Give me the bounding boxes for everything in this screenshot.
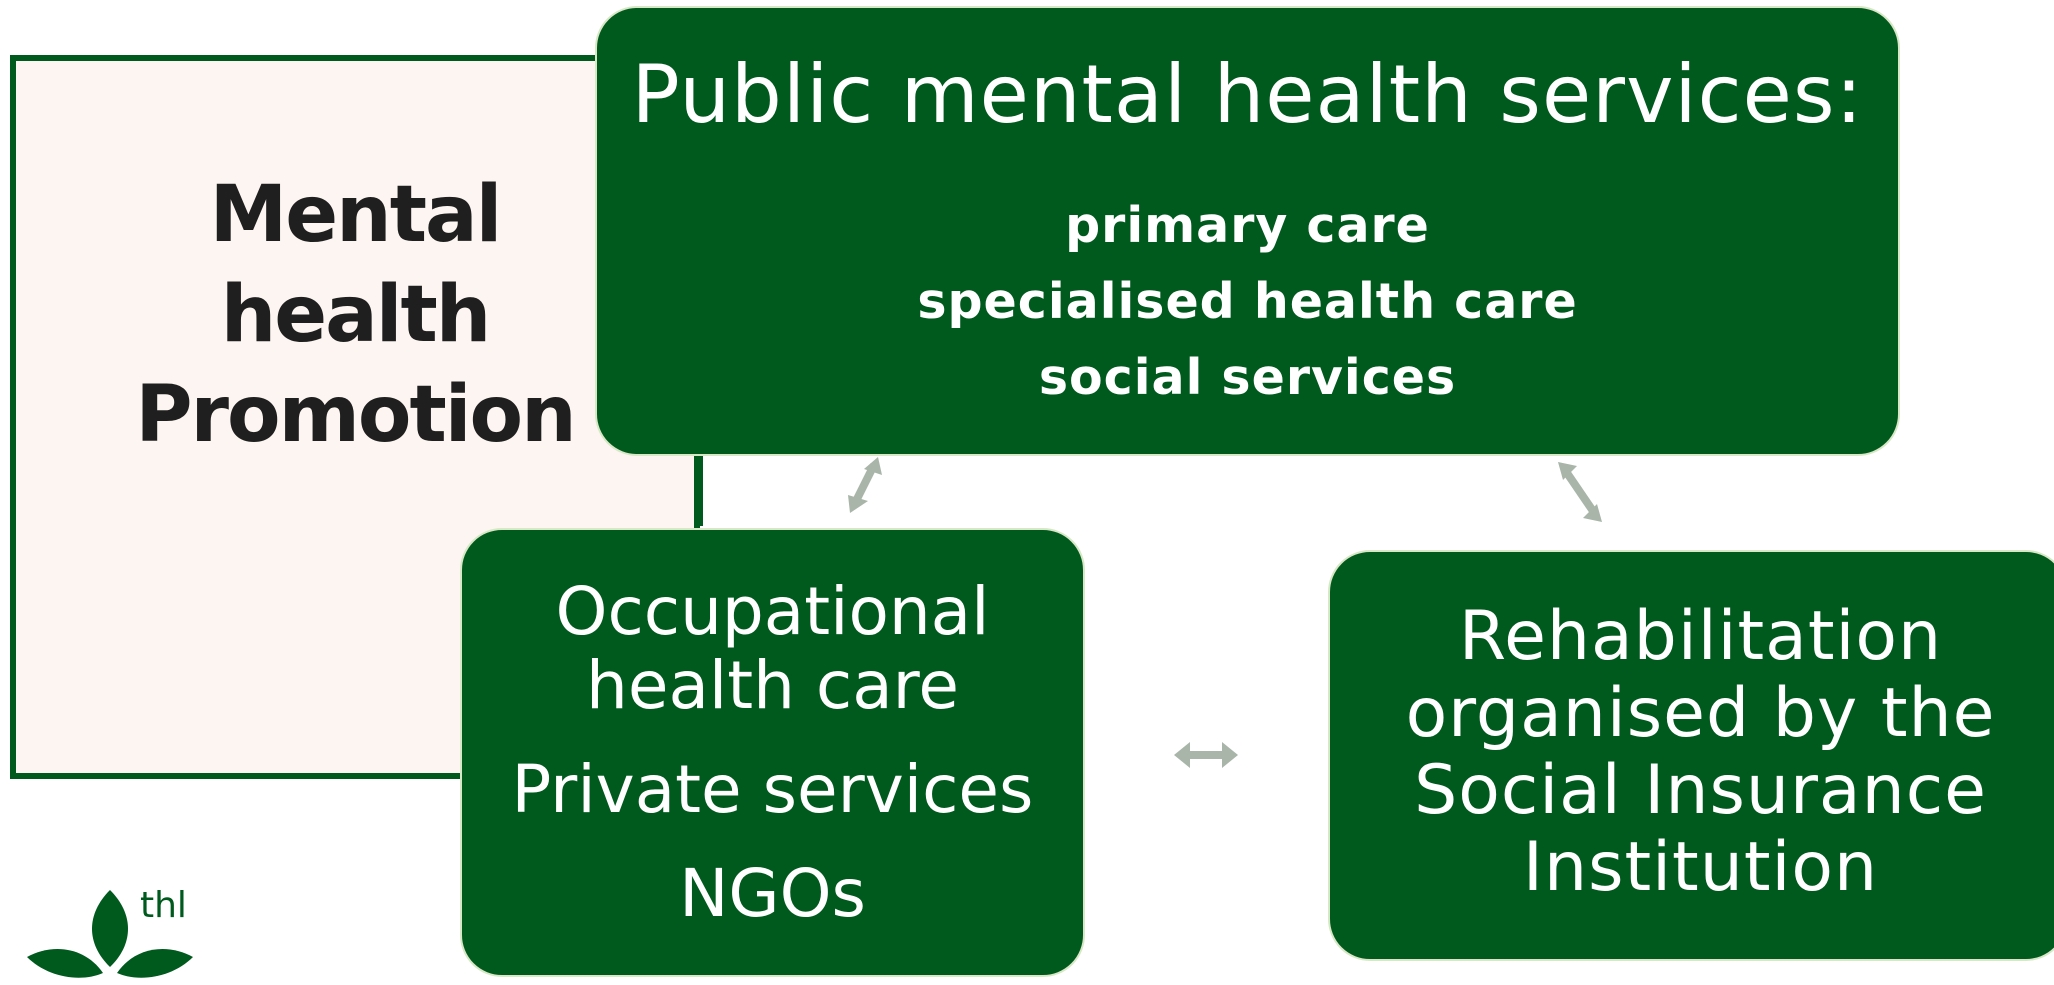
public-services-item: primary care: [1065, 197, 1430, 254]
frame-connector-line: [697, 456, 703, 526]
public-services-item: social services: [1038, 349, 1457, 406]
public-services-box: [595, 6, 1900, 456]
rehabilitation-line: organised by the: [1405, 674, 1996, 753]
occupational-text: Occupational health care Private service…: [460, 575, 1085, 931]
occupational-line: health care: [586, 647, 959, 724]
logo-text: thl: [140, 885, 187, 926]
occupational-line: NGOs: [679, 855, 866, 932]
double-arrow-icon: [1172, 738, 1240, 772]
promotion-line: health: [220, 270, 492, 360]
public-services-item: specialised health care: [917, 273, 1578, 330]
rehabilitation-line: Rehabilitation: [1458, 597, 1943, 676]
double-arrow-icon: [1555, 460, 1605, 525]
leaf-logo-icon: [25, 885, 195, 985]
promotion-line: Promotion: [135, 370, 576, 460]
promotion-line: Mental: [209, 170, 503, 260]
public-services-list: primary care specialised health care soc…: [595, 188, 1900, 416]
occupational-line: Private services: [511, 751, 1034, 828]
public-services-heading: Public mental health services:: [631, 48, 1864, 141]
rehabilitation-line: Institution: [1522, 828, 1879, 907]
double-arrow-icon: [840, 455, 890, 515]
occupational-box: [460, 528, 1085, 977]
promotion-title: Mental health Promotion: [110, 165, 600, 465]
occupational-line: Occupational: [555, 573, 990, 650]
rehabilitation-box: [1328, 550, 2054, 961]
rehabilitation-text: Rehabilitation organised by the Social I…: [1328, 598, 2054, 906]
rehabilitation-line: Social Insurance: [1414, 751, 1987, 830]
